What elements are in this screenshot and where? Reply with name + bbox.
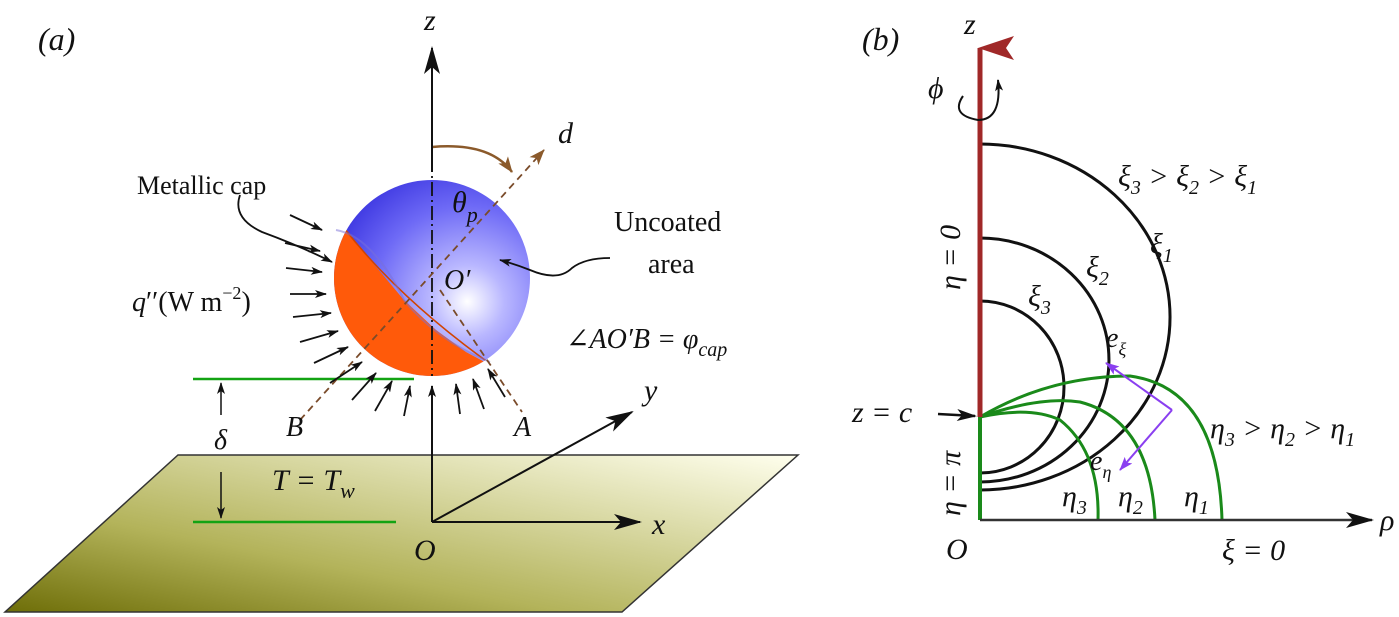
- xi-zero-label: ξ = 0: [1222, 534, 1285, 567]
- origin-label-a: O: [414, 534, 436, 567]
- uncoated-area-leader: [499, 257, 611, 277]
- eta1-label: η1: [1184, 480, 1209, 519]
- origin-label-b: O: [946, 533, 968, 566]
- janus-sphere: [334, 180, 530, 376]
- xi2-circle: [979, 236, 1111, 484]
- heat-flux-arrows: [284, 214, 506, 417]
- xi3-label: ξ3: [1028, 280, 1051, 319]
- panel-a-tag: (a): [38, 21, 75, 57]
- xi2-label: ξ2: [1086, 251, 1109, 290]
- y-label-a: y: [641, 374, 658, 407]
- metallic-cap-leader: [237, 194, 333, 263]
- metallic-cap-region: [334, 225, 520, 376]
- cap-angle-label: ∠AO′B = φcap: [566, 324, 727, 361]
- e-xi-vector: [1105, 362, 1173, 411]
- uncoated-label-line1: Uncoated: [614, 207, 721, 238]
- zc-arrow: [937, 409, 977, 422]
- wall-temperature-label: T = Tw: [272, 464, 355, 503]
- uncoated-label-line2: area: [648, 249, 695, 280]
- a-axis-line: [439, 289, 523, 413]
- panel-b: (b) z ρ O ϕ η = 0 η = π ξ = 0 z = c ξ3 >…: [851, 8, 1394, 567]
- heat-flux-label: q′′(W m−2): [132, 283, 251, 318]
- e-xi-label: eξ: [1106, 323, 1126, 359]
- panel-b-tag: (b): [862, 21, 899, 57]
- xi-order-label: ξ3 > ξ2 > ξ1: [1118, 160, 1257, 199]
- point-a-label: A: [512, 412, 532, 443]
- center-label: O′: [444, 265, 471, 296]
- eta1-circle: [979, 374, 1224, 521]
- phi-label: ϕ: [928, 72, 944, 105]
- z-label-a: z: [423, 4, 436, 37]
- metallic-cap-label: Metallic cap: [137, 171, 266, 200]
- e-eta-label: eη: [1090, 446, 1111, 482]
- eta2-label: η2: [1118, 480, 1143, 519]
- theta-p-label: θp: [452, 186, 478, 227]
- phi-rotation-arc: [958, 79, 1004, 122]
- eta3-label: η3: [1062, 480, 1087, 519]
- xi1-circle: [979, 142, 1172, 492]
- y-axis-a: [431, 411, 634, 523]
- xi3-circle: [979, 299, 1066, 475]
- x-label-a: x: [651, 508, 666, 541]
- panel-a: (a) δ: [3, 4, 800, 613]
- eta3-circle: [979, 410, 1100, 521]
- wall-plane: [3, 454, 800, 613]
- theta-p-arc: [431, 145, 514, 173]
- point-b-label: B: [286, 412, 303, 443]
- eta-pi-label: η = π: [934, 450, 967, 516]
- zc-label: z = c: [851, 396, 912, 429]
- eta-zero-label: η = 0: [934, 225, 967, 290]
- z-label-b: z: [963, 8, 976, 41]
- rho-label: ρ: [1379, 504, 1394, 537]
- delta-label: δ: [214, 425, 228, 456]
- xi1-label: ξ1: [1150, 228, 1173, 267]
- d-label: d: [558, 117, 574, 150]
- eta-order-label: η3 > η2 > η1: [1210, 412, 1355, 451]
- eta2-circle: [979, 399, 1157, 521]
- e-eta-vector: [1119, 409, 1173, 471]
